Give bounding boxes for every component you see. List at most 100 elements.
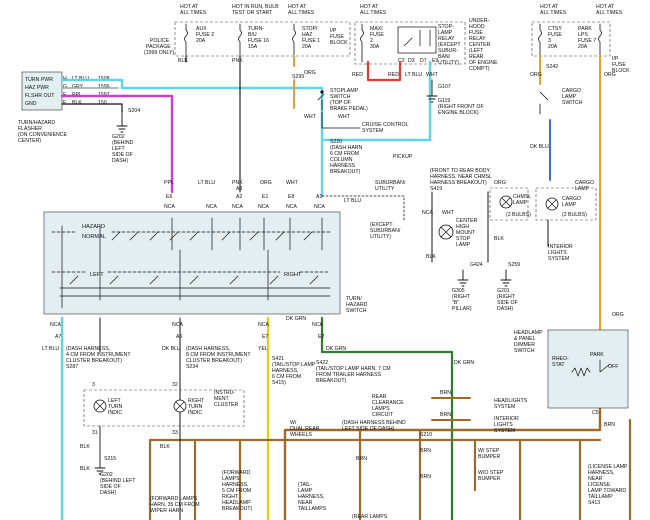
nca-label: NCA xyxy=(258,322,269,328)
turn-hazard-flasher: TURN PWR HAZ PWR FLSHR OUT GND H G F E L… xyxy=(18,71,110,144)
hot-label: HOT AT xyxy=(596,4,615,10)
underhood-label: OF ENGINE xyxy=(469,60,498,66)
interior-label: INTERIOR xyxy=(494,416,519,422)
wire-label: BLK xyxy=(426,254,436,260)
s287-label: S287 xyxy=(66,364,78,370)
s421-label: HARNESS, xyxy=(272,368,299,374)
front-rear-label: HARNESS, NEAR CHMSL xyxy=(430,174,492,180)
ground-label: G202 xyxy=(112,134,125,140)
maxi-fuse-label: MAXI xyxy=(370,26,383,32)
pin-label: D3 xyxy=(408,58,415,64)
wire-label: BLK xyxy=(160,444,170,450)
ctsy-fuse-label: CTSY xyxy=(548,26,562,32)
left-notes: POLICE PACKAGE (1999 ONLY) S204 G202 (BE… xyxy=(112,38,174,164)
s220-label: (DASH HARN xyxy=(330,145,363,151)
connector-pin: E8 xyxy=(288,194,294,200)
flasher-pin: G xyxy=(63,84,67,90)
s234-label: S234 xyxy=(186,364,198,370)
bulbs-label: (2 BULBS) xyxy=(506,212,531,218)
right-indicator-label: INDIC xyxy=(188,410,202,416)
center-stop-label: LAMP xyxy=(456,242,471,248)
headlights-label: HEADLIGHTS xyxy=(494,398,528,404)
stoplamp-switch: S299 STOPLAMP SWITCH (TOP OF BRAKE PEDAL… xyxy=(292,74,413,240)
underhood-label: COMPT) xyxy=(469,66,490,72)
wire-label: WHT xyxy=(442,210,455,216)
relay-label: STOP- xyxy=(438,24,454,30)
ground-g107-g119: G107 G119 (RIGHT FRONT OF ENGINE BLOCK) xyxy=(426,79,484,116)
relay-label: BAN/ xyxy=(438,54,451,60)
off-label: OFF xyxy=(608,364,618,370)
stop-fuse-label: STOP/ xyxy=(302,26,318,32)
turn-fuse-label: 15A xyxy=(248,44,258,50)
headlamp-label: HEADLAMP xyxy=(514,330,543,336)
dash-behind-label: LEFT SIDE OF DASH) xyxy=(342,426,395,432)
park-fuse-label: 20A xyxy=(578,44,588,50)
wire-label: PNK xyxy=(232,180,243,186)
stoplamp-label: BRAKE PEDAL) xyxy=(330,106,368,112)
flasher-terminal: GND xyxy=(25,101,37,107)
ground-label: DASH) xyxy=(497,306,513,312)
suburban-label: UTILITY xyxy=(375,186,395,192)
hot-label: HOT AT xyxy=(360,4,379,10)
wire-label: LT BLU xyxy=(405,72,422,78)
hot-label: ALL TIMES xyxy=(180,10,207,16)
park-label: PARK xyxy=(590,352,604,358)
center-stop-label: HIGH xyxy=(456,224,469,230)
nca-label: NCA xyxy=(258,204,269,210)
connector-pin: 3 xyxy=(92,382,95,388)
forward-lamps-label: (FORWARD xyxy=(222,470,250,476)
maxi-fuse-label: 30A xyxy=(370,44,380,50)
nca-label: NCA xyxy=(286,204,297,210)
ground-label: SIDE OF xyxy=(497,300,518,306)
hot-label: TEST OR START xyxy=(232,10,273,16)
left-indicator-label: TURN xyxy=(108,404,123,410)
dash-behind-label: (DASH HARNESS BEHIND xyxy=(342,420,406,426)
cargo-switch-label: SWITCH xyxy=(562,100,583,106)
center-stop-label: MOUNT xyxy=(456,230,476,236)
cruise-label: SYSTEM xyxy=(362,128,383,134)
flasher-caption: CENTER) xyxy=(18,138,41,144)
lower-notes: LT BLU (DASH HARNESS, 4 CM FROM INSTRUME… xyxy=(42,312,628,520)
hot-label: HOT AT xyxy=(288,4,307,10)
s234-label: 8 CM FROM INSTRUMENT xyxy=(186,352,251,358)
headlamp-label: & PANEL xyxy=(514,336,536,342)
underhood-label: RELAY xyxy=(469,36,486,42)
fuse-block-label: BLOCK xyxy=(330,40,348,46)
step-bumper-label: BUMPER xyxy=(478,476,500,482)
turn-fuse-label: B/U xyxy=(248,32,257,38)
ground-label: (RIGHT xyxy=(452,294,471,300)
flasher-wire: BLK xyxy=(72,100,82,106)
maxi-fuse-label: 2 xyxy=(370,38,373,44)
license-label: (LICENSE LAMP xyxy=(588,464,628,470)
wire-label: PNK xyxy=(232,58,243,64)
hot-label: ALL TIMES xyxy=(288,10,315,16)
cluster-label: MENT xyxy=(214,396,230,402)
flasher-caption: TURN/HAZARD xyxy=(18,120,55,126)
cargo-lamp-label: CARGO xyxy=(562,196,581,202)
forward-lamps-label: LAMPS xyxy=(222,476,240,482)
ground-label: G119 xyxy=(438,98,450,104)
dual-rear-label: W/ xyxy=(290,420,297,426)
wire-label: BLK xyxy=(80,444,90,450)
ground-label: G424 xyxy=(470,262,483,268)
license-label: TAILLAMP xyxy=(588,494,613,500)
flasher-wire: GRY xyxy=(72,84,84,90)
police-label: PACKAGE xyxy=(146,44,171,50)
forward-lamps-label: HARNESS, xyxy=(222,482,249,488)
park-fuse-label: LPS xyxy=(578,32,588,38)
relay-label: SUBUR- xyxy=(438,48,458,54)
pin-label: D7 xyxy=(420,58,427,64)
cargo-lamp-label: (2 BULBS) xyxy=(562,212,587,218)
wire-label: YEL xyxy=(258,346,268,352)
police-label: (1999 ONLY) xyxy=(144,50,174,56)
wire-label: ORG xyxy=(260,180,272,186)
wire-label: ORG xyxy=(304,70,316,76)
left-indicator-label: INDIC xyxy=(108,410,122,416)
splice-label: S299 xyxy=(292,74,304,80)
wire-label: BLK xyxy=(80,466,90,472)
connector-pin: E6 xyxy=(166,194,172,200)
except-label: SUBURBAN/ xyxy=(370,228,401,234)
wire-label: LT BLU xyxy=(42,346,59,352)
ground-label: SIDE OF xyxy=(100,484,121,490)
